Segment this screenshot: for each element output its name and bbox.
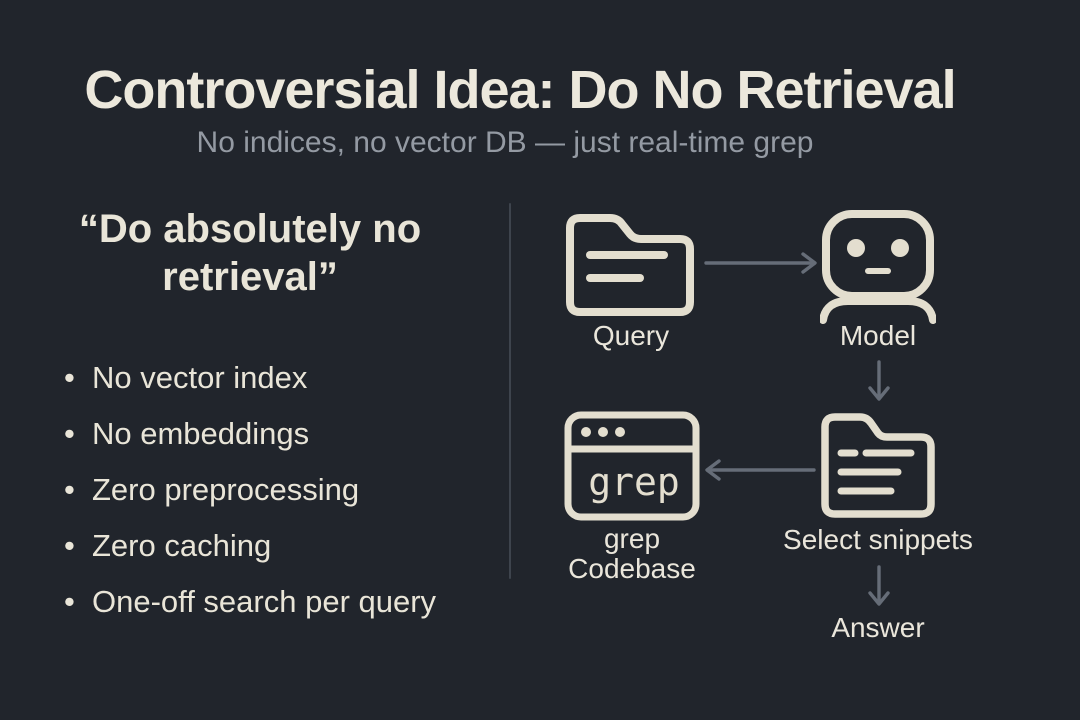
- page-title: Controversial Idea: Do No Retrieval: [84, 60, 956, 120]
- robot-icon: [820, 210, 936, 324]
- arrow-down-icon: [868, 360, 890, 401]
- bullet-list: No vector index No embeddings Zero prepr…: [64, 350, 436, 630]
- arrow-right-icon: [704, 252, 817, 274]
- query-label: Query: [592, 320, 670, 351]
- select-snippets-node: [820, 408, 936, 522]
- grep-window-text: grep: [588, 460, 680, 504]
- answer-label: Answer: [831, 612, 925, 643]
- page-subtitle: No indices, no vector DB — just real-tim…: [196, 126, 814, 159]
- query-node: [564, 208, 696, 320]
- bullet-item: One-off search per query: [64, 574, 436, 630]
- bullet-item: No embeddings: [64, 406, 436, 462]
- model-node: [820, 208, 936, 324]
- model-label: Model: [839, 320, 917, 351]
- folder-lines-icon: [821, 413, 935, 518]
- arrow-down-icon: [868, 565, 890, 606]
- arrow-model-to-select: [866, 360, 892, 406]
- bullet-item: Zero caching: [64, 518, 436, 574]
- terminal-window-icon: grep: [564, 411, 700, 521]
- grep-node: grep: [563, 410, 701, 522]
- folder-icon: [566, 214, 694, 316]
- arrow-select-to-answer: [866, 565, 892, 611]
- arrow-select-to-grep: [700, 457, 816, 483]
- quote-text: “Do absolutely no retrieval”: [78, 207, 422, 299]
- arrow-query-to-model: [704, 250, 822, 276]
- vertical-divider: [509, 203, 511, 579]
- bullet-item: No vector index: [64, 350, 436, 406]
- select-snippets-label: Select snippets: [783, 524, 973, 555]
- bullet-item: Zero preprocessing: [64, 462, 436, 518]
- arrow-left-icon: [705, 459, 816, 481]
- grep-label: grep Codebase: [568, 523, 696, 584]
